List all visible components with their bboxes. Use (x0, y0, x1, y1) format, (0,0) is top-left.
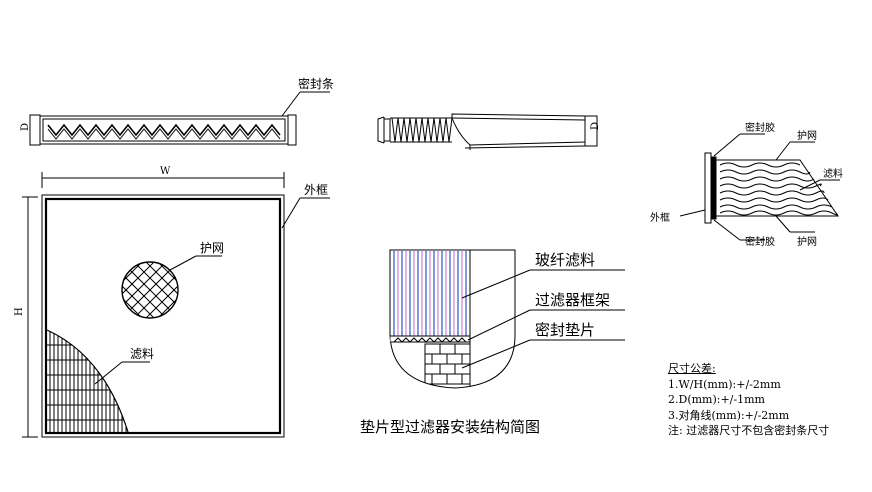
tolerance-notes: 尺寸公差: 1.W/H(mm):+/-2mm 2.D(mm):+/-1mm 3.… (668, 361, 829, 439)
detail-mesh-bottom-label: 护网 (797, 235, 817, 248)
guard-mesh-label: 护网 (200, 241, 224, 255)
top-side-view (29, 91, 330, 146)
section-caption: 垫片型过滤器安装结构简图 (360, 418, 540, 436)
tolerance-line-2: 2.D(mm):+/-1mm (668, 393, 765, 406)
detail-seal-bottom-label: 密封胶 (745, 235, 775, 248)
detail-media-label: 滤料 (823, 167, 843, 180)
seal-detail-view (679, 133, 840, 241)
tolerance-line-3: 3.对角线(mm):+/-2mm (668, 408, 790, 422)
section-glass-fiber-label: 玻纤滤料 (535, 251, 595, 269)
detail-seal-top-label: 密封胶 (745, 121, 775, 134)
dim-h-label: H (14, 307, 25, 316)
detail-frame-label: 外框 (650, 211, 670, 224)
detail-mesh-top-label: 护网 (797, 129, 817, 142)
section-gasket-label: 密封垫片 (535, 321, 595, 339)
dim-d-right: D (590, 122, 601, 130)
dim-d-left: D (20, 123, 31, 131)
section-frame-label: 过滤器框架 (535, 291, 610, 309)
seal-zigzag (47, 123, 281, 137)
tolerance-line-1: 1.W/H(mm):+/-2mm (668, 377, 781, 391)
tolerance-title: 尺寸公差: (668, 362, 716, 375)
front-view (22, 172, 330, 438)
installation-section (389, 249, 625, 389)
middle-side-view (377, 113, 598, 150)
glass-fiber-media (393, 251, 467, 336)
dim-w-label: W (160, 166, 171, 177)
filter-media-label: 滤料 (130, 347, 154, 361)
top-seal-label: 密封条 (298, 76, 334, 91)
outer-frame-label: 外框 (304, 183, 328, 197)
tolerance-note: 注: 过滤器尺寸不包含密封条尺寸 (668, 424, 830, 437)
